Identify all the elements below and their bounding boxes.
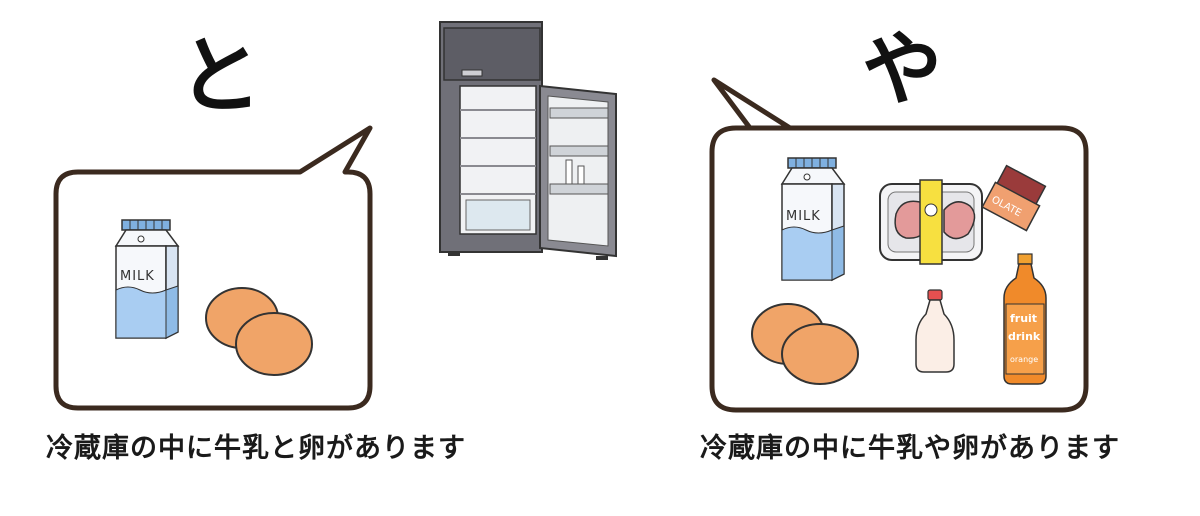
refrigerator-icon [439,21,617,260]
eggs-icon [205,287,313,376]
particle-ya: や [862,23,942,116]
right-caption: 冷蔵庫の中に牛乳や卵があります [700,433,1120,464]
mayonnaise-bottle-icon [915,289,955,373]
left-caption: 冷蔵庫の中に牛乳と卵があります [46,433,466,464]
juice-label-drink: drink [1008,330,1041,343]
milk-label: MILK [120,269,155,284]
milk-carton-icon: MILK [780,157,846,282]
juice-label-fruit: fruit [1010,312,1037,325]
juice-label-orange: orange [1010,355,1038,364]
milk-carton-icon: MILK [114,219,180,340]
meat-tray-icon [879,179,983,265]
eggs-icon [751,303,859,385]
particle-to: と [178,27,263,125]
chocolate-icon: OLATE [981,164,1047,232]
juice-bottle-icon: fruit drink orange [1003,253,1047,385]
left-speech-bubble [53,125,373,411]
milk-label: MILK [786,209,821,224]
